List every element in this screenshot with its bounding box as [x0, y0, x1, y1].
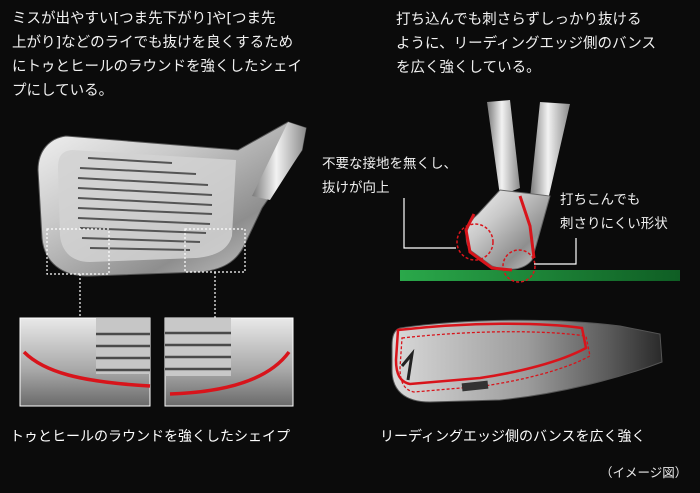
turf-strip [400, 270, 680, 281]
callout-leader-right [534, 238, 577, 265]
iron-side-profile [456, 100, 570, 283]
iron-sole-view [391, 319, 663, 403]
callout-leader-left [403, 198, 456, 249]
sole-bounce-outline [394, 322, 588, 386]
right-description-line: を広く強くしている。 [396, 60, 541, 76]
callout-reduce-contact-line: 不要な接地を無くし、 [322, 156, 457, 172]
leading-edge-circle [456, 223, 494, 261]
callout-reduce-contact-line: 抜けが向上 [322, 180, 390, 196]
heel-round-highlight [169, 350, 291, 396]
left-description: ミスが出やすい[つま先下がり]や[つま先 上がり]などのライでも抜けを良くするた… [12, 7, 302, 103]
toe-detail-box [19, 317, 151, 407]
bounce-circle [502, 249, 536, 283]
callout-hard-to-dig-line: 刺さりにくい形状 [560, 216, 668, 232]
left-description-line: プにしている。 [12, 83, 114, 99]
callout-hard-to-dig: 打ちこんでも 刺さりにくい形状 [560, 188, 668, 236]
caption-leading-edge: リーディングエッジ側のバンスを広く強く [380, 429, 646, 445]
caption-toe-heel: トゥとヒールのラウンドを強くしたシェイプ [10, 429, 290, 445]
right-description-line: ように、リーディングエッジ側のバンス [396, 36, 656, 52]
callout-reduce-contact: 不要な接地を無くし、 抜けが向上 [322, 152, 457, 200]
left-description-line: ミスが出やすい[つま先下がり]や[つま先 [12, 11, 276, 27]
toe-round-highlight [22, 350, 151, 388]
left-description-line: 上がり]などのライでも抜けを良くするため [12, 35, 294, 51]
toe-focus-box [46, 228, 110, 275]
right-description-line: 打ち込んでも刺さらずしっかり抜ける [396, 12, 642, 28]
image-note: （イメージ図） [600, 465, 688, 480]
left-description-line: にトゥとヒールのラウンドを強くしたシェイ [12, 59, 302, 75]
heel-detail-box [164, 317, 294, 407]
right-description: 打ち込んでも刺さらずしっかり抜ける ように、リーディングエッジ側のバンス を広く… [396, 8, 656, 80]
loft-number-mark [400, 348, 415, 381]
callout-hard-to-dig-line: 打ちこんでも [560, 192, 641, 208]
iron-head-face [37, 121, 307, 277]
